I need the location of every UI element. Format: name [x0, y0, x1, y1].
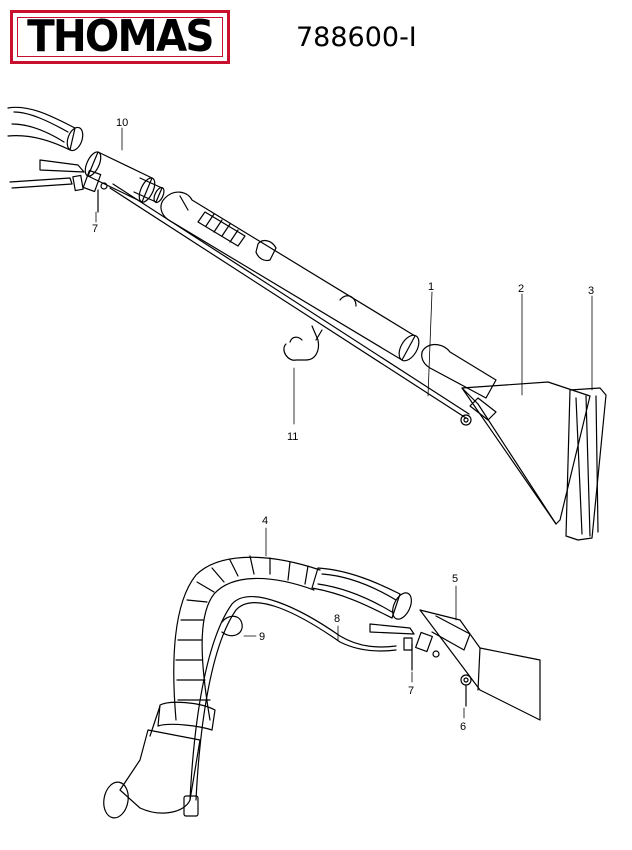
thomas-logo: THOMAS	[10, 10, 230, 64]
part-6-pivot	[460, 674, 472, 707]
callout-6: 6	[460, 721, 466, 733]
part-2-floor-tool	[460, 381, 591, 525]
model-number: 788600-I	[296, 22, 417, 53]
callout-4: 4	[262, 515, 268, 527]
part-4-corrugated-hose	[157, 555, 321, 731]
part-5-floor-tool	[369, 609, 541, 721]
callout-7-bottom: 7	[408, 685, 414, 697]
part-1-tube	[421, 343, 497, 399]
hose-end-top	[7, 106, 84, 152]
part-7-valve-bottom	[403, 631, 440, 671]
callout-3: 3	[588, 285, 594, 297]
callout-2: 2	[518, 283, 524, 295]
part-10-coupling	[84, 151, 165, 204]
part-3-squeegee	[565, 387, 607, 541]
hose-elbow	[103, 705, 201, 819]
solution-line	[109, 183, 470, 419]
callout-1: 1	[428, 281, 434, 293]
leader-lines	[95, 127, 593, 719]
logo-inner-border	[17, 17, 223, 57]
part-11-bracket	[283, 325, 323, 361]
logo-text: THOMAS	[27, 11, 214, 62]
callout-8: 8	[334, 613, 340, 625]
callout-5: 5	[452, 573, 458, 585]
part-8-solution-hose	[183, 596, 397, 817]
callout-11: 11	[287, 431, 298, 443]
part-7-valve-top	[9, 159, 108, 213]
callout-10: 10	[116, 117, 128, 129]
part-9-clip	[221, 615, 243, 637]
callout-7-top: 7	[92, 223, 98, 235]
callout-9: 9	[259, 631, 265, 643]
handle-grip	[311, 567, 412, 620]
wand-tube	[160, 191, 420, 362]
